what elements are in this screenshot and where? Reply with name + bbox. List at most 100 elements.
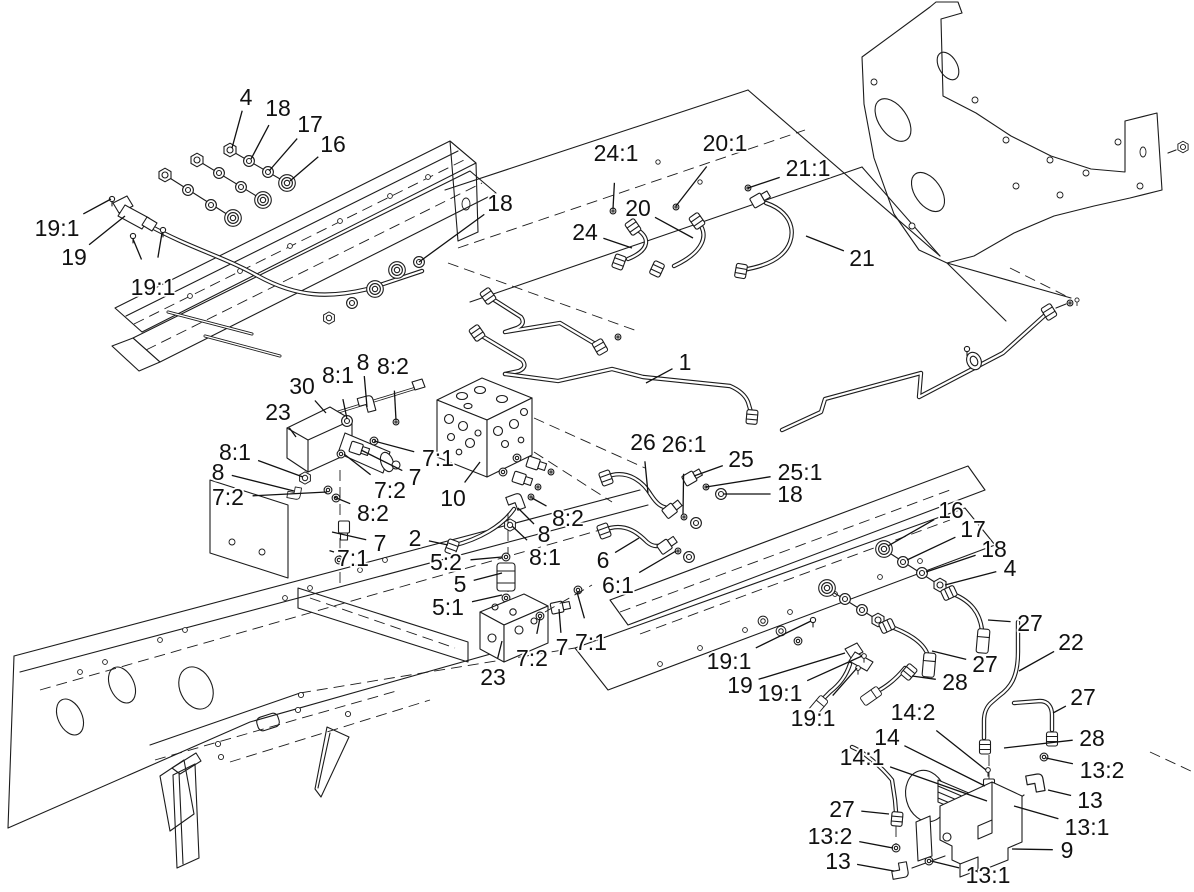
- manifold-23-lower: [479, 584, 593, 663]
- leader-line: [231, 110, 243, 149]
- leader-line: [531, 497, 547, 507]
- leader-line: [88, 215, 126, 246]
- callout-6: 6: [597, 547, 610, 573]
- callout-26: 26: [630, 429, 656, 455]
- leader-line: [314, 400, 327, 414]
- callout-4: 4: [240, 84, 253, 110]
- leader-line: [806, 655, 863, 682]
- leader-line: [654, 216, 694, 239]
- callout-7-1: 7:1: [337, 545, 369, 571]
- leader-line: [252, 491, 328, 497]
- line-1-tubes: [474, 293, 754, 415]
- callout-20: 20: [625, 195, 651, 221]
- callout-13-2: 13:2: [808, 823, 853, 849]
- callout-28: 28: [942, 669, 968, 695]
- callout-8-2: 8:2: [357, 500, 389, 526]
- callout-30: 30: [289, 373, 315, 399]
- callout-4: 4: [1004, 555, 1017, 581]
- callout-27: 27: [1070, 684, 1096, 710]
- leader-line: [428, 540, 449, 546]
- frame-top-center: [444, 89, 941, 333]
- leader-line: [758, 652, 846, 680]
- tee-fitting-19-left: [108, 195, 167, 244]
- callout-19-1: 19:1: [758, 680, 803, 706]
- callout-27: 27: [1017, 610, 1043, 636]
- callout-6-1: 6:1: [602, 572, 634, 598]
- leader-line: [363, 376, 368, 408]
- callout-19: 19: [727, 672, 753, 698]
- leader-line: [861, 810, 890, 815]
- leader-line: [343, 453, 372, 476]
- leader-line: [906, 536, 956, 561]
- pump-group: [890, 731, 1059, 880]
- callout-7-2: 7:2: [212, 484, 244, 510]
- callout-27: 27: [972, 651, 998, 677]
- leader-line: [935, 729, 987, 771]
- callout-17: 17: [960, 516, 986, 542]
- callout-19-1: 19:1: [35, 215, 80, 241]
- callout-8: 8: [212, 459, 225, 485]
- callout-7: 7: [374, 530, 387, 556]
- leader-line: [497, 640, 503, 659]
- hardware-stacks-top-left: [158, 142, 296, 227]
- callout-10: 10: [440, 485, 466, 511]
- leader-line: [931, 650, 967, 661]
- leader-line: [132, 238, 143, 260]
- callout-19: 19: [61, 244, 87, 270]
- callout-5: 5: [454, 571, 467, 597]
- check-valve-assembly: [443, 491, 535, 606]
- callout-13-1: 13:1: [966, 862, 1011, 888]
- callout-14-2: 14:2: [891, 699, 936, 725]
- leader-line: [859, 840, 894, 849]
- leader-line: [747, 176, 780, 189]
- leader-line: [693, 464, 724, 477]
- leader-line: [675, 166, 708, 207]
- leader-line: [930, 860, 960, 869]
- leader-line: [645, 368, 673, 384]
- callout-24-1: 24:1: [594, 140, 639, 166]
- callout-16: 16: [938, 497, 964, 523]
- leader-line: [257, 459, 304, 478]
- leader-line: [1013, 805, 1059, 820]
- callout-18: 18: [487, 190, 513, 216]
- leader-line: [638, 550, 677, 574]
- callout-5-1: 5:1: [432, 594, 464, 620]
- callout-13: 13: [825, 848, 851, 874]
- callout-24: 24: [572, 219, 598, 245]
- callout-7: 7: [409, 464, 422, 490]
- leader-line: [157, 232, 163, 258]
- leader-line: [614, 537, 640, 554]
- callout-16: 16: [320, 131, 346, 157]
- leader-line: [644, 461, 649, 494]
- callout-21-1: 21:1: [786, 155, 831, 181]
- leader-line: [464, 461, 481, 483]
- leader-line: [805, 235, 845, 252]
- callout-13: 13: [1077, 787, 1103, 813]
- leader-line: [856, 863, 895, 872]
- leader-line: [470, 556, 503, 561]
- hardware-right: [757, 540, 991, 718]
- callout-1: 1: [679, 349, 692, 375]
- frame-right-mid: [574, 465, 1194, 773]
- leader-line: [517, 507, 535, 525]
- leader-line: [832, 667, 858, 697]
- callout-22: 22: [1058, 629, 1084, 655]
- callout-2: 2: [409, 525, 422, 551]
- leader-line: [576, 591, 586, 619]
- callout-19-1: 19:1: [707, 648, 752, 674]
- leader-line: [511, 525, 528, 541]
- callout-9: 9: [1061, 837, 1074, 863]
- leader-line: [755, 620, 812, 649]
- callout-20-1: 20:1: [703, 130, 748, 156]
- callout-19-1: 19:1: [791, 705, 836, 731]
- frame-left: [7, 479, 649, 869]
- leader-line: [289, 156, 319, 182]
- callout-5-2: 5:2: [430, 549, 462, 575]
- leader-line: [889, 766, 988, 802]
- callout-19-1: 19:1: [131, 274, 176, 300]
- leader-line: [705, 476, 771, 488]
- callout-25-1: 25:1: [778, 459, 823, 485]
